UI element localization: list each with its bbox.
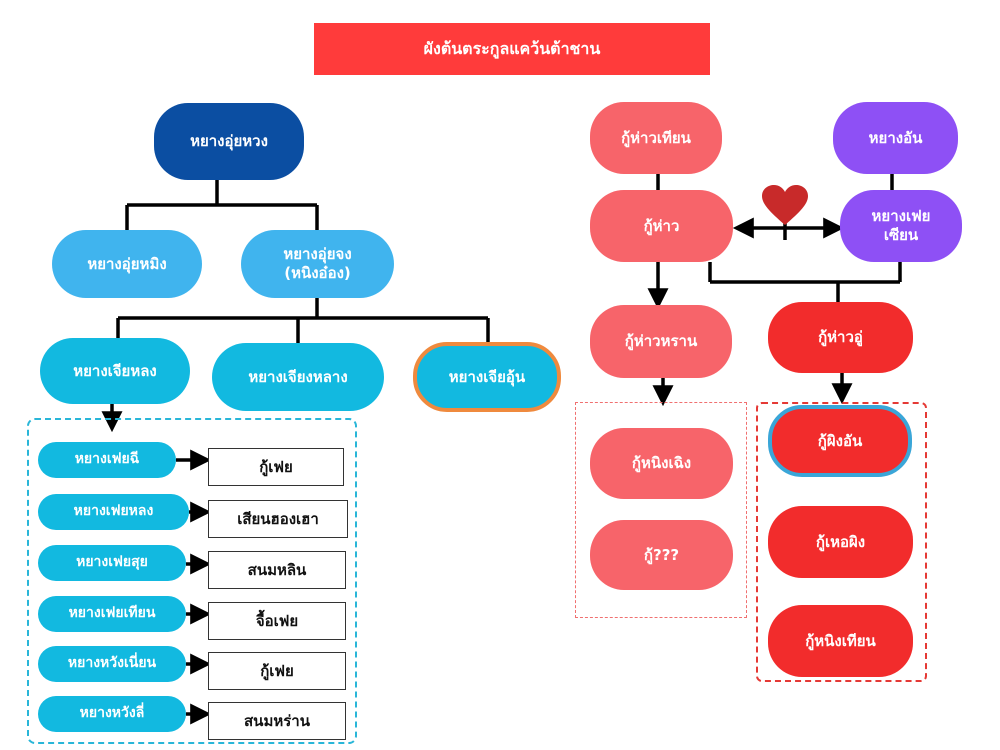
page-title: ผังต้นตระกูลแคว้นต้าชาน — [314, 23, 710, 75]
connector-couple-to-yu — [708, 262, 902, 302]
child-gu-ning-tian: กู้หนิงเทียน — [768, 605, 913, 677]
node-gu-hao-ran: กู้ห่าวหราน — [590, 305, 732, 378]
child-fei-long: หยางเฟยหลง — [38, 494, 189, 530]
children-group-yu — [756, 402, 927, 682]
children-group-ran — [575, 402, 747, 618]
node-yang-ui-huang: หยางอุ่ยหวง — [154, 103, 304, 180]
child-wang-li: หยางหวังลี่ — [38, 696, 186, 732]
node-yang-jia-lang: หยางเจียงหลาง — [212, 343, 384, 411]
node-yang-ui-ming: หยางอุ่ยหมิง — [52, 230, 202, 298]
node-gu-hao: กู้ห่าว — [590, 190, 733, 262]
node-gu-hao-tian: กู้ห่าวเทียน — [590, 102, 722, 174]
spouse-wang-nian: กู้เฟย — [208, 652, 346, 690]
node-gu-hao-yu: กู้ห่าวอู่ — [768, 302, 913, 373]
node-yang-jia-yun: หยางเจียอุ้น — [413, 342, 561, 412]
child-gu-he-ping: กู้เหอผิง — [768, 506, 913, 578]
spouse-fei-sui: สนมหลิน — [208, 551, 346, 589]
node-yang-jia-long: หยางเจียหลง — [40, 338, 190, 404]
spouse-fei-tian: จื้อเฟย — [208, 602, 346, 640]
child-gu-ping-an: กู้ผิงอัน — [768, 405, 912, 477]
node-yang-fei-xian: หยางเฟย เซียน — [840, 190, 962, 262]
spouse-fei-qi: กู้เฟย — [208, 448, 344, 486]
child-fei-tian: หยางเฟยเทียน — [38, 596, 186, 632]
connector-root-to-gen2 — [125, 180, 319, 230]
child-gu-ning-cheng: กู้หนิงเฉิง — [590, 428, 733, 499]
children-group-jialong — [27, 418, 357, 744]
heart-icon — [762, 185, 808, 225]
spouse-fei-long: เสียนฮองเฮา — [208, 500, 348, 538]
child-gu-unknown: กู้??? — [590, 520, 733, 590]
spouse-wang-li: สนมหร่าน — [208, 702, 346, 740]
node-yang-ui-zhong: หยางอุ่ยจง (หนิงอ๋อง) — [241, 230, 394, 298]
child-fei-qi: หยางเฟยฉี — [38, 442, 176, 478]
child-fei-sui: หยางเฟยสุย — [38, 545, 186, 581]
child-wang-nian: หยางหวังเนี่ยน — [38, 646, 186, 682]
connector-gen2-to-gen3 — [116, 298, 490, 343]
node-yang-an: หยางอัน — [833, 102, 958, 174]
